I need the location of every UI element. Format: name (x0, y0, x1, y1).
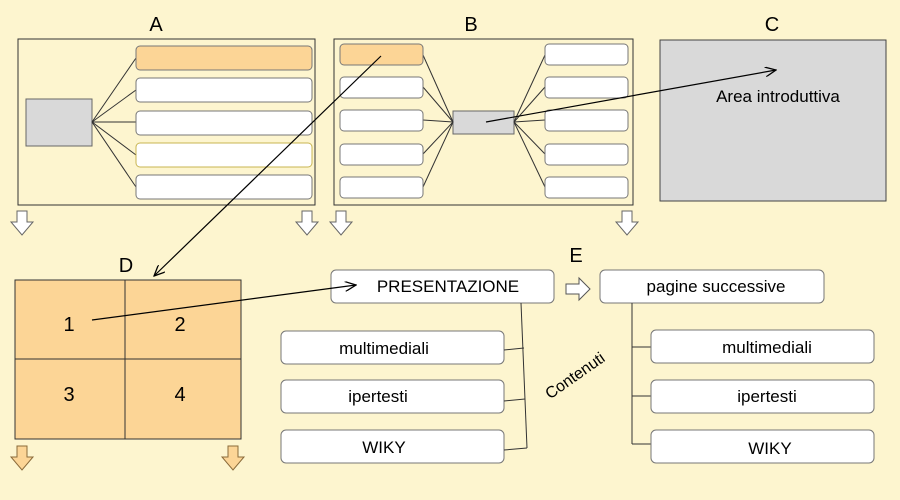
panel-label-e: E (569, 245, 582, 267)
panel-a-box-3 (135, 110, 313, 136)
presentation-item-3: WIKY (362, 438, 405, 457)
panel-c-intro-text: Area introduttiva (716, 87, 840, 106)
down-arrow-icon-b-right (614, 210, 640, 236)
next-pages-item-box-1 (650, 329, 875, 364)
panel-b-right-box-2 (544, 76, 629, 99)
panel-a-hub (25, 98, 93, 147)
presentation-box (330, 269, 555, 304)
next-pages-item-1: multimediali (722, 338, 812, 357)
panel-a-box-4 (135, 142, 313, 168)
panel-b-left-box-5 (339, 176, 424, 199)
panel-a-connectors (91, 57, 137, 188)
panel-b-right-box-4 (544, 143, 629, 166)
next-pages-item-box-3 (650, 429, 875, 464)
presentation-item-2: ipertesti (348, 387, 408, 406)
panel-label-a: A (149, 14, 163, 36)
panel-b-left-box-3 (339, 109, 424, 132)
panel-label-b: B (464, 14, 477, 36)
next-pages-item-box-2 (650, 379, 875, 414)
down-arrow-icon-b-left (328, 210, 354, 236)
panel-b-left-box-1 (339, 43, 424, 66)
panel-label-c: C (765, 14, 779, 36)
panel-d-cell-1: 1 (63, 314, 74, 336)
panel-a-box-2 (135, 77, 313, 103)
panel-d-cell-2: 2 (174, 314, 185, 336)
panel-b-connectors (422, 54, 546, 188)
panel-a (17, 38, 316, 206)
contents-label: Contenuti (542, 350, 608, 403)
presentation-section: PRESENTAZIONE multimediali ipertesti WIK… (280, 269, 555, 464)
next-pages-item-2: ipertesti (737, 387, 797, 406)
presentation-title: PRESENTAZIONE (377, 277, 519, 296)
down-arrow-icon-d-right (220, 445, 246, 471)
panel-d-cell-3: 3 (63, 384, 74, 406)
next-pages-section: pagine successive multimediali ipertesti… (599, 269, 875, 464)
arrow-b-to-c (485, 70, 776, 123)
arrow-b-to-d (154, 55, 382, 276)
next-pages-bracket (631, 303, 651, 445)
panel-label-d: D (119, 255, 133, 277)
next-pages-box (599, 269, 825, 304)
down-arrow-icon-d-left (9, 445, 35, 471)
next-pages-title: pagine successive (647, 277, 786, 296)
panel-b-right-box-5 (544, 176, 629, 199)
panel-a-box-5 (135, 174, 313, 200)
panel-d: 1 2 3 4 (14, 279, 242, 440)
panel-b-hub (452, 110, 515, 135)
presentation-item-box-1 (280, 330, 505, 365)
panel-c: Area introduttiva (659, 39, 887, 202)
down-arrow-icon-a-left (9, 210, 35, 236)
hollow-right-arrow-icon (565, 276, 591, 302)
arrow-d-to-presentation (91, 285, 356, 321)
panel-b-left-box-4 (339, 143, 424, 166)
panel-d-cell-4: 4 (174, 384, 185, 406)
panel-b-right-box-1 (544, 43, 629, 66)
panel-b-right-box-3 (544, 109, 629, 132)
panel-a-box-1 (135, 45, 313, 71)
panel-c-frame (659, 39, 887, 202)
presentation-item-1: multimediali (339, 339, 429, 358)
presentation-bracket (503, 302, 528, 451)
down-arrow-icon-a-right (294, 210, 320, 236)
presentation-item-box-3 (280, 429, 505, 464)
panel-b (333, 38, 634, 206)
panel-b-left-box-2 (339, 76, 424, 99)
presentation-item-box-2 (280, 379, 505, 414)
next-pages-item-3: WIKY (748, 439, 791, 458)
